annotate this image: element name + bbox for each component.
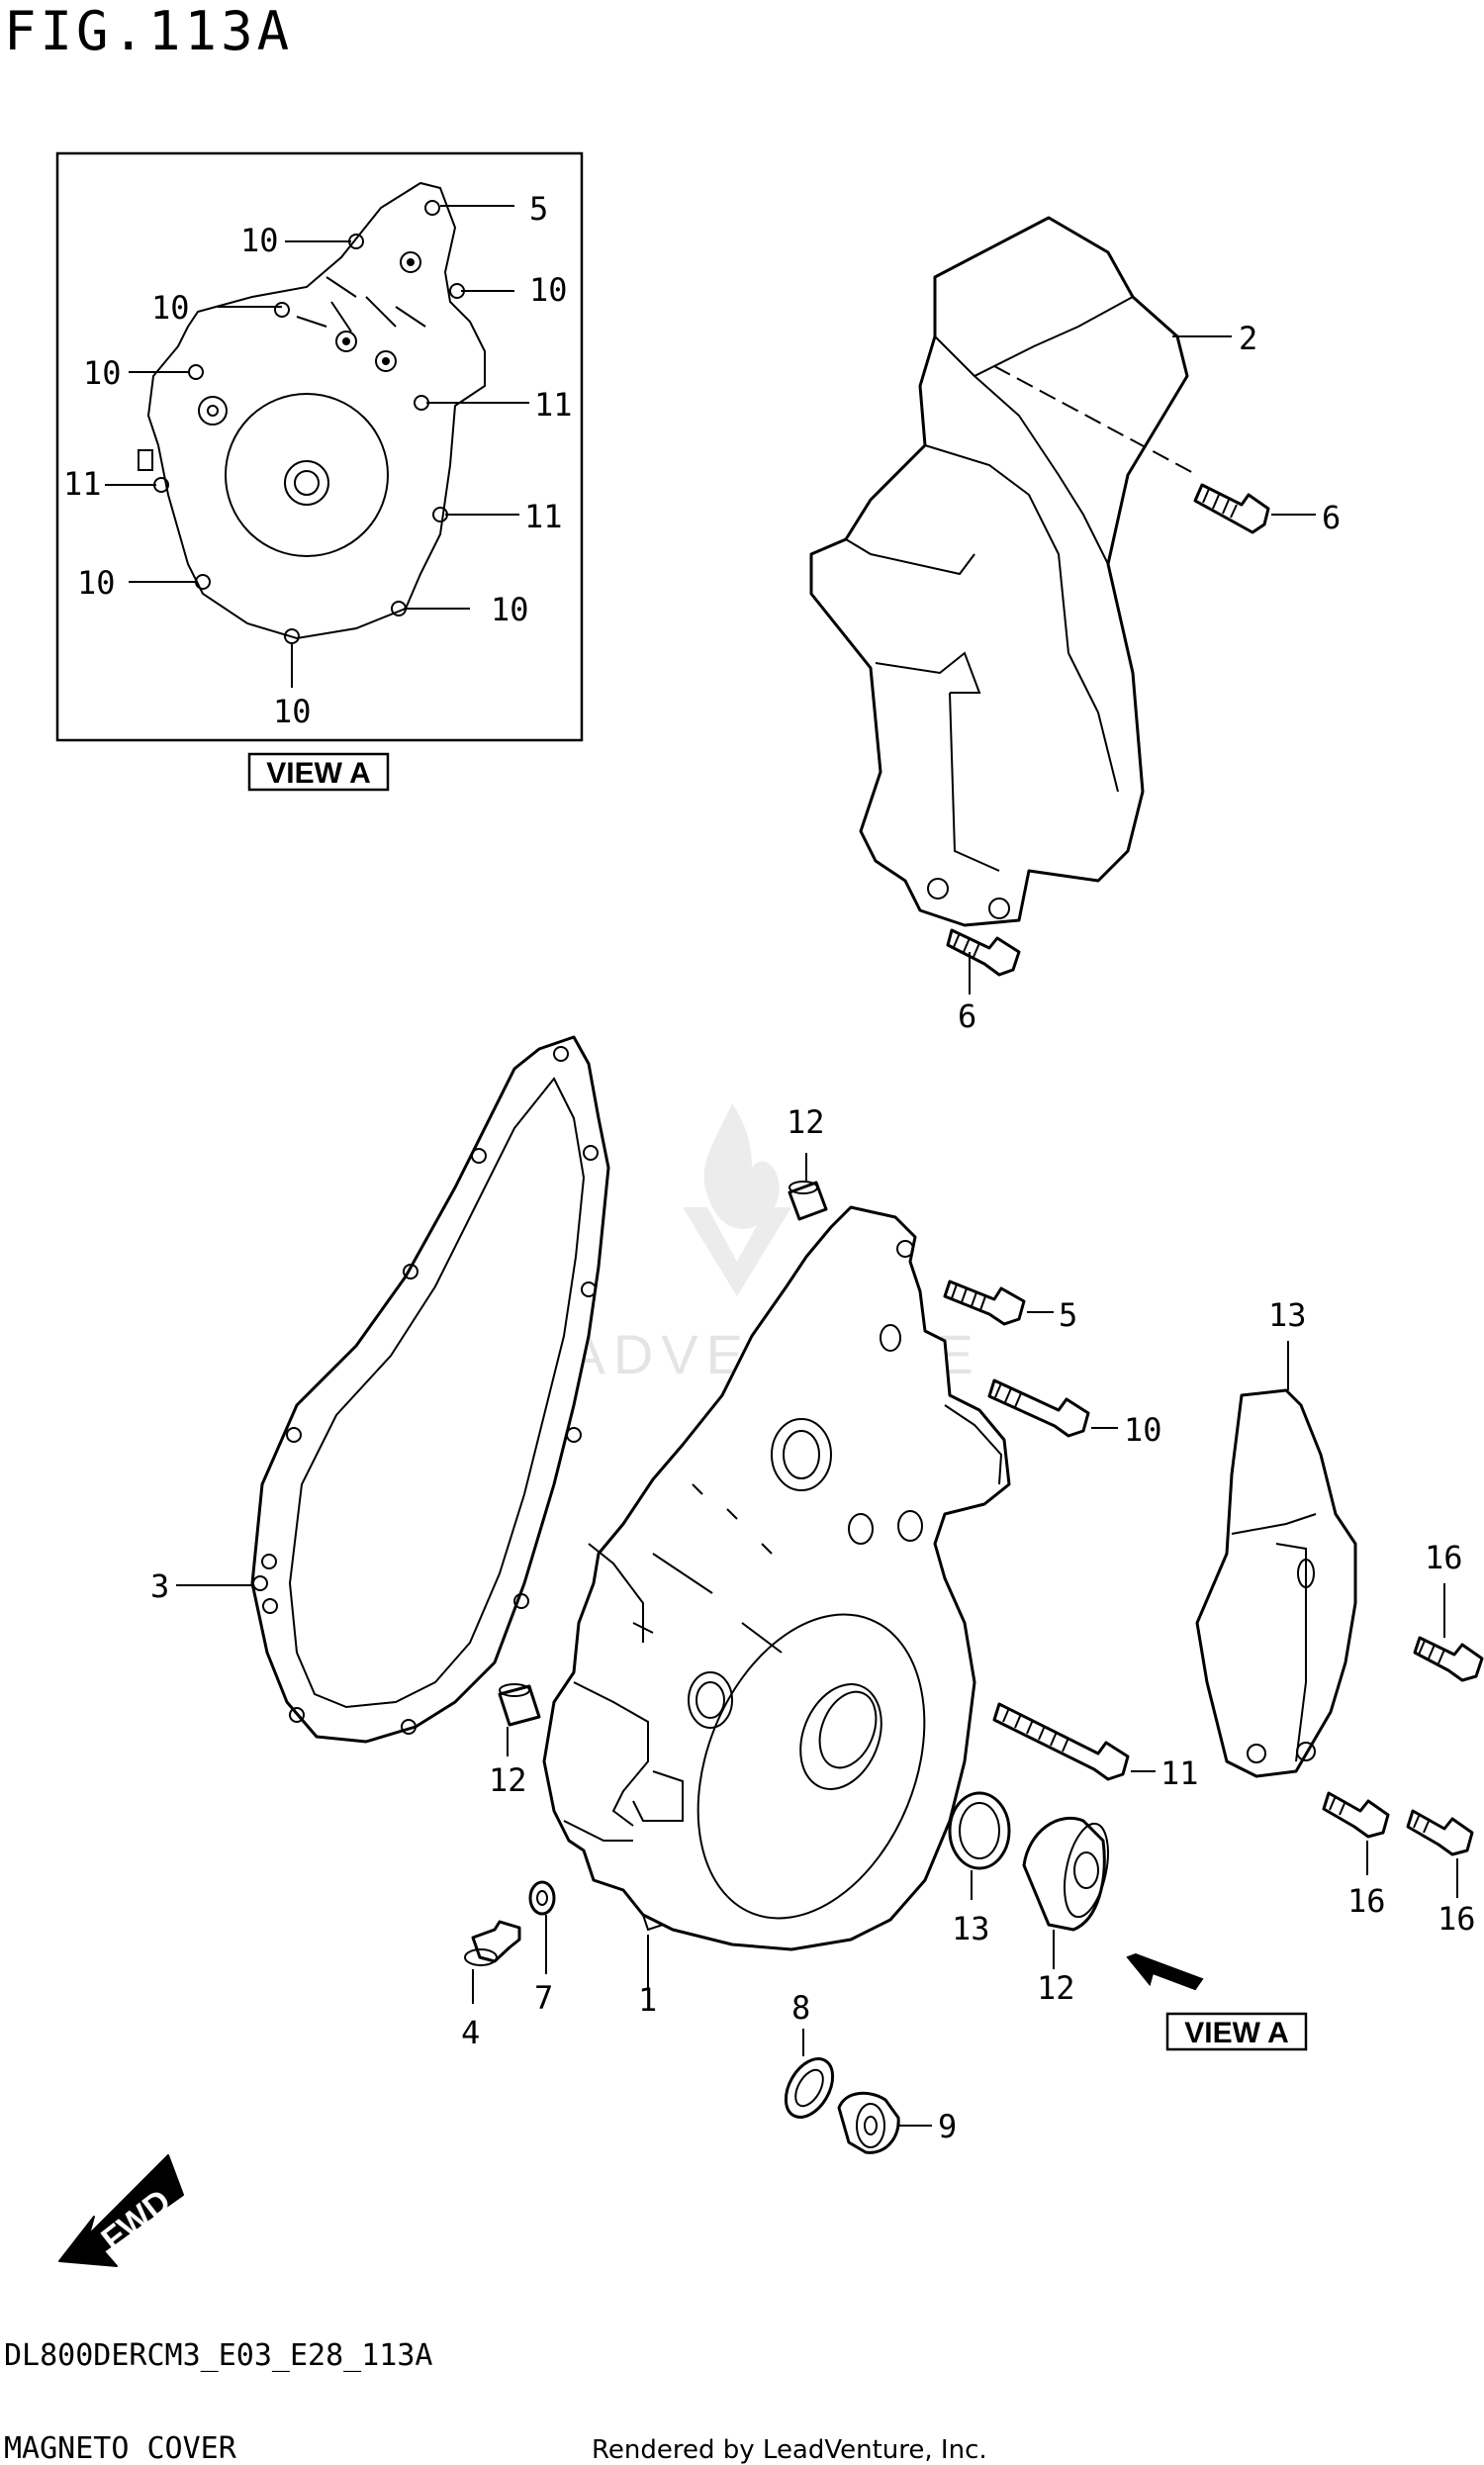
part-12-dowel-lower: 12 — [489, 1683, 541, 1799]
callout-15: 13 — [1268, 1296, 1307, 1334]
callout-16-right: 16 — [1425, 1539, 1463, 1576]
view-a-direction-arrow — [1126, 1952, 1204, 1991]
part-6-bolt-upper: 6 — [1193, 483, 1341, 536]
part-5-bolt: 5 — [943, 1280, 1077, 1334]
callout-13: 12 — [1037, 1969, 1075, 2007]
view-a-label-box — [247, 752, 390, 792]
part-14-o-ring: 13 — [948, 1791, 1011, 1947]
view-a-callout-label: VIEW A — [1184, 2017, 1289, 2049]
callout-14: 13 — [952, 1910, 990, 1947]
callout-6-lower: 6 — [958, 997, 976, 1035]
callout-11: 11 — [1160, 1754, 1199, 1792]
part-13-cap: 12 — [1022, 1816, 1109, 2007]
view-a-callout-10-right: 10 — [529, 271, 568, 309]
view-a-frame — [55, 151, 584, 742]
callout-6-upper: 6 — [1322, 499, 1341, 536]
view-a-hub — [284, 460, 329, 506]
callout-10: 10 — [1124, 1411, 1162, 1449]
figure-code: DL800DERCM3_E03_E28_113A — [4, 2338, 432, 2373]
callout-7: 7 — [534, 1979, 553, 2017]
view-a-label: VIEW A — [266, 757, 371, 790]
part-16-bolt-middle: 16 — [1322, 1791, 1390, 1920]
part-8-washer: 8 — [784, 1989, 835, 2119]
callout-3: 3 — [150, 1567, 169, 1605]
part-1-magneto-cover: 1 — [542, 1205, 1011, 2019]
part-16-bolt-lower: 16 — [1406, 1809, 1476, 1938]
view-a-callout-10-left: 10 — [83, 354, 122, 392]
view-a-callout-11-left: 11 — [63, 465, 102, 503]
part-16-bolt-right: 16 — [1413, 1539, 1484, 1682]
view-a-callout-10-top: 10 — [240, 222, 279, 259]
part-15-cover-plate: 13 — [1195, 1296, 1357, 1778]
fwd-arrow: FWD — [58, 2154, 184, 2267]
part-9-plug: 9 — [837, 2091, 957, 2154]
rendered-by: Rendered by LeadVenture, Inc. — [592, 2435, 987, 2465]
callout-2: 2 — [1239, 320, 1257, 357]
part-12-dowel-upper: 12 — [787, 1103, 828, 1221]
figure-title: FIG.113A — [4, 0, 293, 62]
view-a-inset: 5 10 10 10 10 11 11 11 10 10 10 VIEW A — [55, 151, 584, 792]
callout-1: 1 — [638, 1981, 657, 2019]
part-7-washer: 7 — [528, 1880, 556, 2017]
callout-12-lower: 12 — [489, 1761, 527, 1799]
callout-16-middle: 16 — [1347, 1882, 1386, 1920]
callout-9: 9 — [938, 2108, 957, 2145]
part-10-bolt: 10 — [987, 1378, 1162, 1449]
view-a-cover-outline — [146, 181, 486, 640]
callout-5: 5 — [1059, 1296, 1077, 1334]
view-a-callout-10-upper-left: 10 — [151, 289, 190, 327]
part-6-bolt-lower: 6 — [946, 928, 1021, 1035]
view-a-rotor-face — [225, 393, 389, 557]
view-a-callout-5: 5 — [529, 190, 548, 228]
callout-8: 8 — [791, 1989, 810, 2027]
view-a-callout-11-right-upper: 11 — [534, 386, 573, 424]
view-a-callout-11-right-lower: 11 — [524, 498, 563, 535]
callout-4: 4 — [461, 2014, 480, 2051]
view-a-callout-10-bottom: 10 — [273, 693, 312, 730]
callout-16-lower: 16 — [1438, 1900, 1476, 1938]
part-2-guard: 2 — [809, 216, 1257, 927]
view-a-callout-10-lower-right: 10 — [491, 591, 529, 628]
view-a-small-boss — [198, 396, 228, 426]
part-4-bolt: 4 — [461, 1920, 521, 2051]
part-3-gasket: 3 — [150, 1035, 610, 1744]
view-a-callout-box — [1165, 2012, 1308, 2051]
view-a-bolt-holes — [153, 200, 465, 644]
view-a-callout-10-lower-left: 10 — [77, 564, 116, 602]
callout-12-upper: 12 — [787, 1103, 825, 1141]
part-11-bolt: 11 — [992, 1702, 1199, 1792]
figure-name: MAGNETO COVER — [4, 2431, 237, 2465]
